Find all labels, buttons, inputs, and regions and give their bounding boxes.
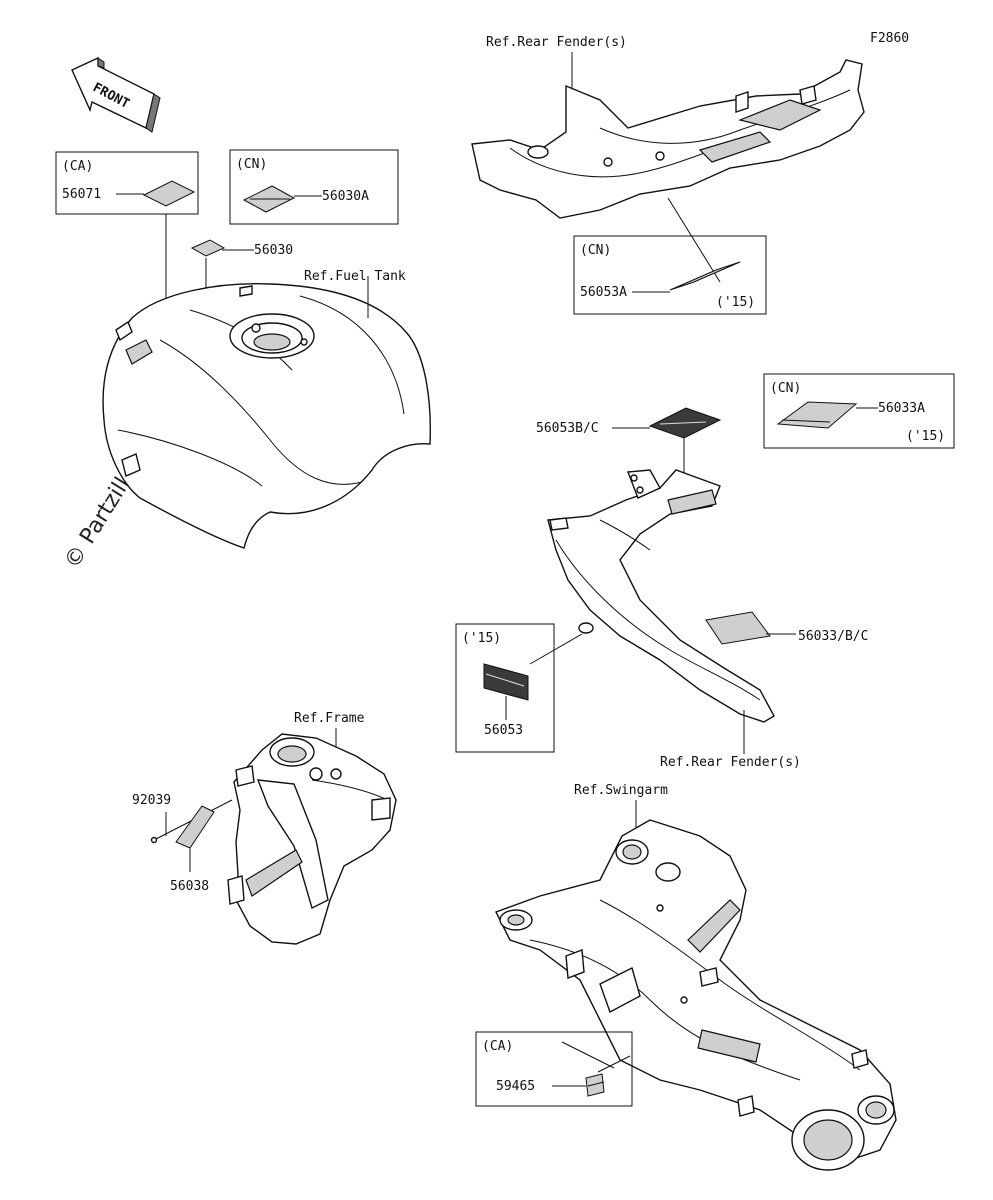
decal-59465 <box>585 1073 605 1097</box>
front-arrow-icon: FRONT <box>71 56 161 133</box>
part-56071-label: 56071 <box>62 187 101 202</box>
ref-frame: Ref.Frame <box>294 711 365 726</box>
cn-box-top <box>229 149 399 225</box>
frame-illustration <box>227 733 397 945</box>
part-92039-label: 92039 <box>132 793 171 808</box>
cn-box-fender <box>573 235 767 315</box>
part-56033BC-label: 56033/B/C <box>798 629 868 644</box>
fuel-tank-illustration <box>102 283 431 549</box>
decal-56053 <box>483 663 529 701</box>
ca-box-top <box>55 151 199 215</box>
decal-56030 <box>190 239 226 257</box>
ref-rear-fender-top: Ref.Rear Fender(s) <box>486 35 627 50</box>
part-56033A-label: 56033A <box>878 401 925 416</box>
ref-rear-fender-mid: Ref.Rear Fender(s) <box>660 755 801 770</box>
rivet-92039 <box>150 836 158 844</box>
part-59465-label: 59465 <box>496 1079 535 1094</box>
decal-56071 <box>142 180 196 207</box>
y15-tag: ('15) <box>462 631 501 646</box>
ca-tag-top: (CA) <box>62 159 93 174</box>
rear-fender-top-illustration <box>471 59 865 219</box>
decal-56033A <box>776 401 858 429</box>
part-56053A-label: 56053A <box>580 285 627 300</box>
ca-box-bottom <box>475 1031 633 1107</box>
decal-56038 <box>175 805 215 849</box>
decal-56053A <box>669 261 741 291</box>
year-note-fender: ('15) <box>716 295 755 310</box>
decal-56033BC <box>705 611 771 645</box>
ref-swingarm: Ref.Swingarm <box>574 783 668 798</box>
part-56053BC-label: 56053B/C <box>536 421 599 436</box>
diagram-code: F2860 <box>870 31 909 46</box>
rear-fender-mid-illustration <box>547 469 775 723</box>
part-56038-label: 56038 <box>170 879 209 894</box>
part-56030-label: 56030 <box>254 243 293 258</box>
part-56053-label: 56053 <box>484 723 523 738</box>
ref-fuel-tank: Ref.Fuel Tank <box>304 269 406 284</box>
ca-tag-bottom: (CA) <box>482 1039 513 1054</box>
y15-box <box>455 623 555 753</box>
cn-tag-right: (CN) <box>770 381 801 396</box>
cn-tag-fender: (CN) <box>580 243 611 258</box>
year-note-right: ('15) <box>906 429 945 444</box>
cn-box-right <box>763 373 955 449</box>
cn-tag-top: (CN) <box>236 157 267 172</box>
swingarm-illustration <box>495 819 897 1171</box>
part-56030A-label: 56030A <box>322 189 369 204</box>
